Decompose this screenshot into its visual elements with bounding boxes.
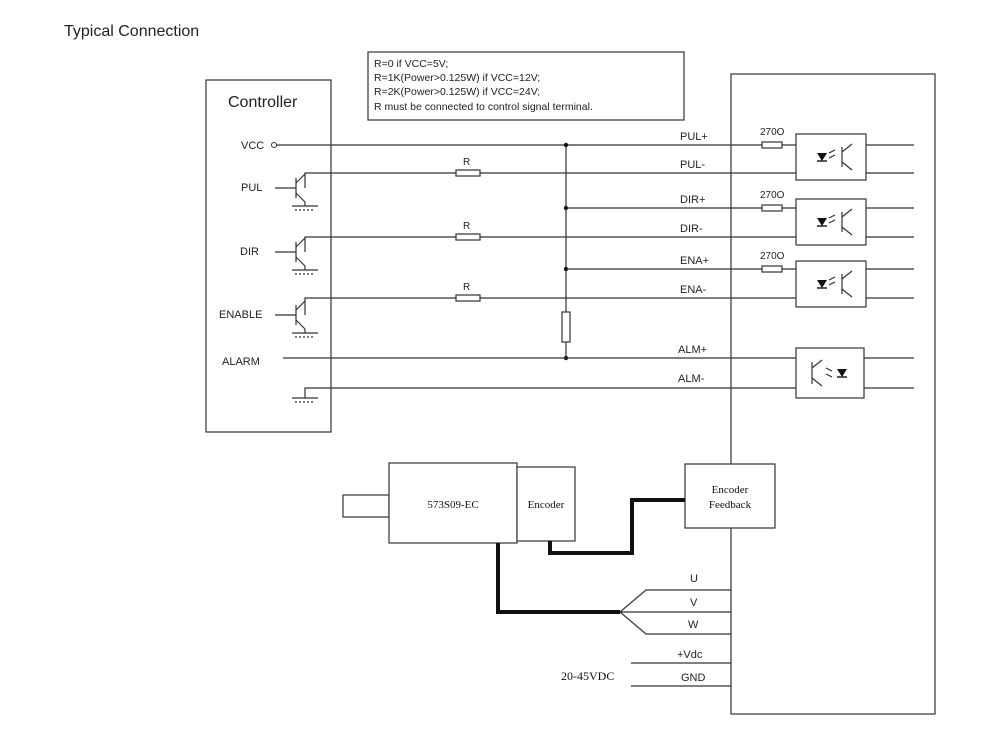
terminal-vdc-plus: +Vdc [677, 649, 703, 661]
terminal-pul-plus: PUL+ [680, 131, 708, 143]
terminal-ena-minus: ENA- [680, 284, 707, 296]
resistor-r [455, 294, 481, 302]
ena-minus-wire [304, 297, 914, 315]
pul-minus-wire [304, 172, 914, 188]
encoder-feedback-line: Encoder [712, 484, 749, 496]
pullup-resistor [561, 311, 571, 343]
encoder-cable [548, 498, 685, 555]
encoder-label: Encoder [528, 499, 565, 511]
controller-block: Controller VCC PUL DIR ENABLE ALARM [205, 79, 332, 433]
optocoupler-pul [795, 133, 867, 181]
pul-transistor [275, 173, 318, 211]
page-title: Typical Connection [64, 23, 199, 40]
resistor-label: R [463, 282, 470, 293]
terminal-ena-plus: ENA+ [680, 255, 709, 267]
dir-transistor [275, 237, 318, 275]
note-line: R must be connected to control signal te… [374, 101, 593, 113]
resistor-r [455, 233, 481, 241]
driver-resistor [761, 141, 783, 149]
u-wire [619, 589, 731, 613]
alm-minus-wire [304, 387, 914, 398]
controller-title: Controller [228, 94, 298, 111]
motor-model: 573S09-EC [427, 499, 478, 511]
resistor-label: R [463, 157, 470, 168]
optocoupler-alm [795, 347, 865, 399]
encoder-feedback-line: Feedback [709, 499, 752, 511]
terminal-w: W [688, 619, 699, 631]
terminal-v: V [690, 597, 698, 609]
driver-resistor-label: 270O [760, 127, 785, 138]
encoder-feedback-block: Encoder Feedback [684, 463, 776, 529]
note-line: R=0 if VCC=5V; [374, 58, 448, 70]
terminal-gnd: GND [681, 672, 706, 684]
terminal-pul-minus: PUL- [680, 159, 705, 171]
optocoupler-ena [795, 260, 867, 308]
vcc-label: VCC [241, 140, 264, 152]
w-wire [619, 611, 731, 635]
terminal-dir-minus: DIR- [680, 223, 703, 235]
dir-label: DIR [240, 246, 259, 258]
terminal-dir-plus: DIR+ [680, 194, 705, 206]
vcc-terminal [271, 142, 277, 148]
note-line: R=2K(Power>0.125W) if VCC=24V; [374, 86, 540, 98]
driver-resistor-label: 270O [760, 190, 785, 201]
driver-resistor [761, 204, 783, 212]
resistor-note: R=0 if VCC=5V; R=1K(Power>0.125W) if VCC… [367, 51, 685, 121]
encoder-module [516, 466, 576, 542]
motor-body [388, 462, 518, 544]
note-line: R=1K(Power>0.125W) if VCC=12V; [374, 72, 540, 84]
terminal-alm-minus: ALM- [678, 373, 705, 385]
motor-shaft [342, 494, 390, 518]
power-cable [496, 543, 620, 614]
resistor-r [455, 169, 481, 177]
optocoupler-dir [795, 198, 867, 246]
driver-resistor [761, 265, 783, 273]
pul-label: PUL [241, 182, 262, 194]
dir-minus-wire [304, 236, 914, 252]
motor: 573S09-EC Encoder [342, 462, 576, 544]
terminal-alm-plus: ALM+ [678, 344, 707, 356]
enable-transistor [275, 300, 318, 338]
terminal-u: U [690, 573, 698, 585]
supply-voltage: 20-45VDC [561, 669, 614, 683]
alarm-label: ALARM [222, 356, 260, 368]
enable-label: ENABLE [219, 309, 262, 321]
driver-resistor-label: 270O [760, 251, 785, 262]
resistor-label: R [463, 221, 470, 232]
